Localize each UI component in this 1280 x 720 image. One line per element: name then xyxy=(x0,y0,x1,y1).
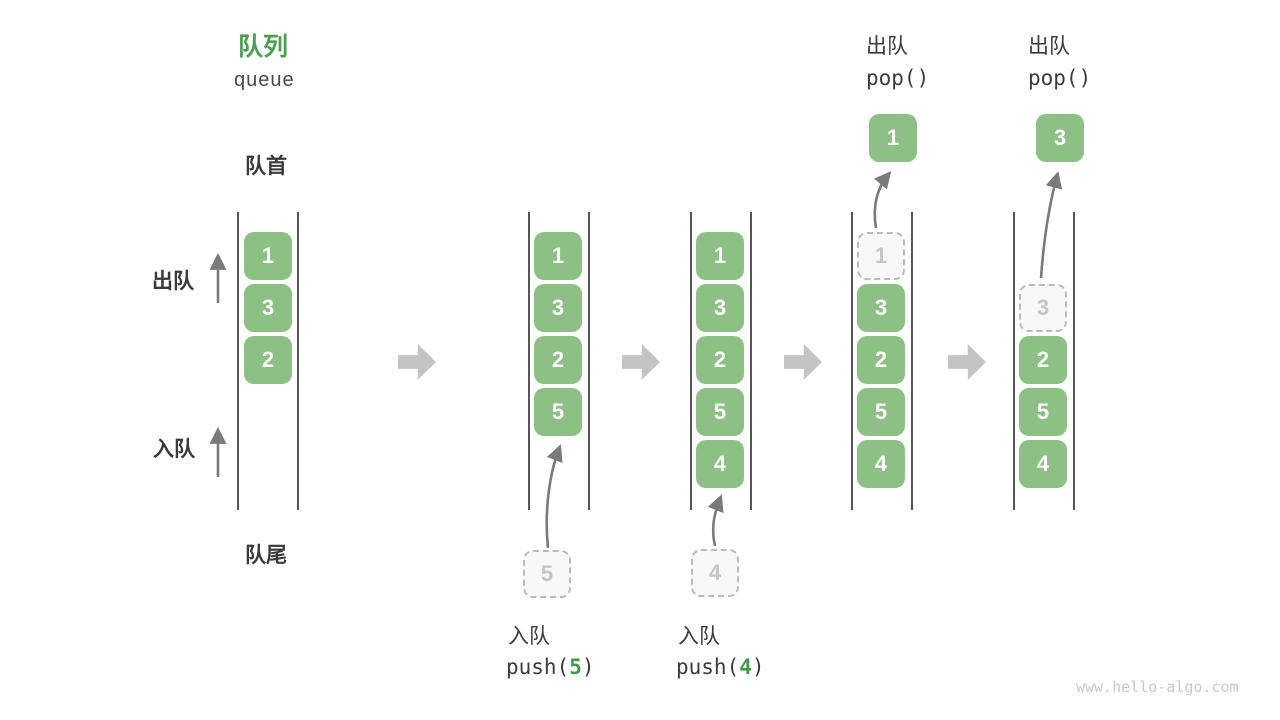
channel-line xyxy=(750,212,752,510)
right-block-arrow-icon xyxy=(398,344,436,380)
queue-rear-label: 队尾 xyxy=(245,544,287,567)
queue-cell: 4 xyxy=(857,440,905,488)
queue-cell: 5 xyxy=(1019,388,1067,436)
queue-cell: 1 xyxy=(244,232,292,280)
pop1-code: pop() xyxy=(866,66,930,90)
code-fn: push( xyxy=(506,655,570,679)
queue-cell: 3 xyxy=(1019,284,1067,332)
queue-cell: 3 xyxy=(857,284,905,332)
push4-arrow-icon xyxy=(707,494,724,547)
right-block-arrow-icon xyxy=(948,344,986,380)
pop2-code: pop() xyxy=(1028,66,1092,90)
pop1-arrow-icon xyxy=(873,171,892,229)
push5-arrow-icon xyxy=(545,444,563,549)
page-title: 队列 xyxy=(238,33,289,61)
queue-cell: 3 xyxy=(696,284,744,332)
staged-cell: 5 xyxy=(523,550,571,598)
queue-cell: 1 xyxy=(696,232,744,280)
code-arg: 4 xyxy=(739,655,752,679)
channel-line xyxy=(237,212,239,510)
right-block-arrow-icon xyxy=(784,344,822,380)
channel-line xyxy=(1013,212,1015,510)
queue-cell: 1 xyxy=(857,232,905,280)
watermark: www.hello-algo.com xyxy=(1076,678,1239,696)
queue-cell: 2 xyxy=(857,336,905,384)
queue-front-label: 队首 xyxy=(245,155,287,178)
code-fn: push( xyxy=(676,655,740,679)
enqueue-op-label: 入队 xyxy=(508,625,550,648)
channel-line xyxy=(1073,212,1075,510)
queue-cell: 3 xyxy=(534,284,582,332)
dequeue-side-label: 出队 xyxy=(152,270,194,293)
queue-cell: 4 xyxy=(696,440,744,488)
channel-line xyxy=(911,212,913,510)
popped-cell: 3 xyxy=(1036,114,1084,162)
queue-cell: 2 xyxy=(244,336,292,384)
right-block-arrow-icon xyxy=(622,344,660,380)
queue-cell: 2 xyxy=(1019,336,1067,384)
queue-cell: 2 xyxy=(696,336,744,384)
channel-line xyxy=(528,212,530,510)
queue-cell: 5 xyxy=(696,388,744,436)
code-arg: 5 xyxy=(569,655,582,679)
channel-line xyxy=(297,212,299,510)
queue-cell: 1 xyxy=(534,232,582,280)
push4-code: push(4) xyxy=(676,655,765,679)
queue-cell: 2 xyxy=(534,336,582,384)
dequeue-op-label: 出队 xyxy=(1028,35,1070,58)
channel-line xyxy=(851,212,853,510)
queue-cell: 4 xyxy=(1019,440,1067,488)
channel-line xyxy=(690,212,692,510)
queue-cell: 5 xyxy=(857,388,905,436)
queue-cell: 5 xyxy=(534,388,582,436)
staged-cell: 4 xyxy=(691,549,739,597)
pop3-arrow-icon xyxy=(1039,171,1063,279)
code-close: ) xyxy=(751,655,765,679)
code-close: ) xyxy=(581,655,595,679)
push5-code: push(5) xyxy=(506,655,595,679)
queue-cell: 3 xyxy=(244,284,292,332)
popped-cell: 1 xyxy=(869,114,917,162)
enqueue-side-label: 入队 xyxy=(153,438,195,461)
page-subtitle: queue xyxy=(234,69,295,91)
channel-line xyxy=(588,212,590,510)
enqueue-op-label: 入队 xyxy=(678,625,720,648)
dequeue-op-label: 出队 xyxy=(866,35,908,58)
